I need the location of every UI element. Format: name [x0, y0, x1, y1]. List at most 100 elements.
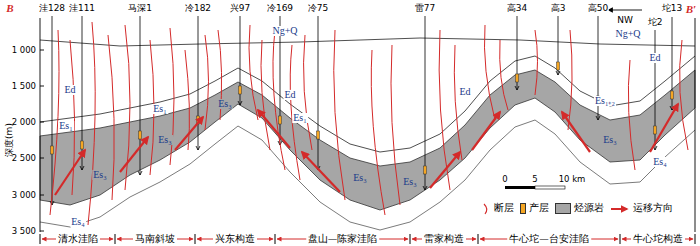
- well-line: [672, 17, 673, 110]
- well-bottom: [515, 86, 519, 90]
- well-bottom: [50, 201, 54, 205]
- well-bottom: [596, 116, 600, 120]
- pay-zone: [424, 166, 427, 174]
- formation-label: Ng+Q: [614, 29, 641, 39]
- well-bottom: [423, 186, 427, 190]
- formation-label: Es₄: [652, 157, 668, 167]
- formation-label: Es₁: [292, 113, 308, 123]
- depth-axis: [40, 18, 695, 232]
- well-name: 冷182: [184, 4, 212, 13]
- legend-swatch: [555, 203, 571, 214]
- fault-line: [249, 25, 258, 120]
- pay-zone: [279, 116, 282, 124]
- fault-line: [205, 35, 209, 130]
- legend: 断层产层烃源岩运移方向: [478, 200, 676, 217]
- depth-tick-label: 2 500: [11, 154, 37, 163]
- formation-label: Ed: [63, 85, 76, 95]
- well-bottom: [138, 171, 142, 175]
- well-line: [558, 16, 559, 75]
- section-end-label: B: [5, 3, 14, 14]
- fault-line: [88, 22, 95, 225]
- fault-line: [391, 45, 400, 205]
- legend-sample: [610, 204, 630, 214]
- migration-arrow: [175, 117, 203, 150]
- legend-text: 产层: [529, 202, 549, 215]
- well-line: [318, 16, 319, 170]
- formation-label: Es₃: [92, 170, 108, 180]
- legend-sample: [481, 203, 491, 215]
- axis-tick: [40, 122, 44, 123]
- well-name: 兴97: [229, 4, 251, 13]
- zone-label: 牛心坨—台安洼陷: [507, 234, 591, 244]
- formation-label: Ed: [283, 90, 296, 100]
- zone-row: [40, 234, 695, 244]
- scale-label: 10 km: [558, 175, 587, 184]
- scale-segment: [505, 186, 535, 189]
- wells: [50, 16, 674, 205]
- fault-line: [568, 30, 572, 130]
- depth-tick-label: 3 500: [11, 227, 37, 236]
- legend-item: 产层: [520, 202, 549, 215]
- zone-tick: [40, 234, 41, 244]
- zone-label: 兴东构造: [213, 234, 257, 244]
- axis-tick: [40, 86, 44, 87]
- formation-label: Es₃: [602, 135, 618, 145]
- fault-line: [500, 40, 508, 110]
- migration-arrows: [55, 104, 678, 195]
- migration-arrow: [120, 137, 148, 172]
- legend-text: 烃源岩: [574, 202, 604, 215]
- fault-line: [484, 25, 495, 120]
- fault-line: [334, 30, 345, 200]
- arrow-sample: [611, 208, 627, 210]
- frame-line: [695, 18, 696, 232]
- zone-label: 牛心坨构造: [631, 234, 685, 244]
- formation-label: Ed: [458, 87, 471, 97]
- migration-arrow: [430, 152, 460, 188]
- well-bottom: [196, 146, 200, 150]
- legend-text: 运移方向: [633, 202, 673, 215]
- pay-zone: [317, 131, 320, 139]
- depth-tick-label: 2 000: [11, 118, 37, 127]
- well-bottom: [670, 106, 674, 110]
- fault-line: [535, 30, 538, 95]
- formation-label: Es₁: [58, 121, 74, 131]
- pay-zone: [557, 62, 560, 70]
- well-line: [425, 16, 426, 190]
- zone-label: 马南斜坡: [133, 234, 177, 244]
- zone-tick: [695, 234, 696, 244]
- formation-label: Ng+Q: [271, 26, 298, 36]
- pay-zone: [654, 126, 657, 134]
- scale-label: 5: [531, 175, 538, 184]
- formation-label: Ed: [648, 53, 661, 63]
- fault-line: [261, 40, 270, 150]
- well-name: 高3: [550, 4, 567, 13]
- well-line: [82, 16, 83, 170]
- north-west-arrow: [608, 10, 642, 11]
- pay-zone: [139, 131, 142, 139]
- axis-tick: [40, 195, 44, 196]
- zone-tick: [410, 234, 411, 244]
- fault-line: [108, 35, 114, 200]
- migration-arrow: [55, 150, 85, 195]
- well-name: 冷75: [307, 4, 329, 13]
- scale-bar: [505, 186, 565, 189]
- pay-zone: [81, 141, 84, 149]
- formation-label: Es₃: [352, 173, 368, 183]
- source-rock-band: [40, 70, 695, 210]
- migration-arrow: [562, 112, 590, 152]
- zone-label: 盘山—陈家洼陷: [306, 234, 380, 244]
- fault-line: [371, 50, 385, 215]
- strata: [40, 38, 695, 230]
- well-line: [655, 30, 656, 150]
- legend-item: 运移方向: [610, 202, 673, 215]
- well-line: [517, 16, 518, 90]
- legend-item: 烃源岩: [555, 202, 604, 215]
- well-name: 高34: [506, 4, 528, 13]
- well-name: 雷77: [414, 4, 436, 13]
- fault-line: [304, 35, 312, 150]
- formation-label: Es₃: [157, 135, 173, 145]
- formation-label: Es₁₊₂: [594, 96, 616, 106]
- zone-tick: [620, 234, 621, 244]
- zone-tick: [275, 234, 276, 244]
- well-name: 洼128: [38, 4, 66, 13]
